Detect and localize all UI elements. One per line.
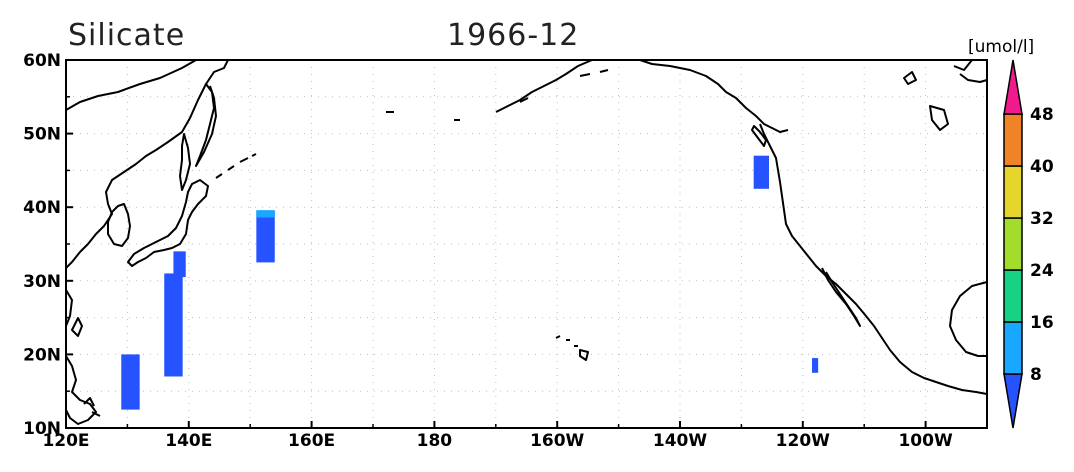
- silicate-data-patch: [812, 358, 819, 373]
- map-panel: 120E 140E 160E 180 160W 140W 120W 100W 10N 20N 30…: [23, 51, 988, 451]
- silicate-data-patch: [164, 273, 183, 377]
- coastline-gulf-of-mexico: [949, 281, 988, 357]
- lon-tick-label: 120W: [776, 431, 830, 451]
- silicate-data-patch: [173, 251, 186, 278]
- coastline-hawaii: [555, 335, 589, 361]
- lat-tick-label: 40N: [23, 198, 61, 218]
- lon-tick-label: 180: [417, 431, 453, 451]
- lat-tick-label: 50N: [23, 125, 61, 145]
- colorbar-tick-label: 40: [1030, 157, 1054, 177]
- coastline-korea: [107, 203, 131, 247]
- colorbar-segment: [1003, 269, 1023, 323]
- coastline-china-south: [65, 289, 73, 327]
- colorbar-tick-label: 48: [1030, 105, 1054, 125]
- lon-tick-label: 140W: [653, 431, 707, 451]
- silicate-data-patch: [256, 210, 275, 218]
- colorbar-units: [umol/l]: [968, 37, 1034, 57]
- lat-tick-label: 20N: [23, 345, 61, 365]
- silicate-data-patch: [256, 210, 275, 263]
- map-date: 1966-12: [447, 18, 579, 53]
- longitude-axis: 120E 140E 160E 180 160W 140W 120W 100W: [42, 421, 953, 451]
- lon-tick-label: 120E: [42, 431, 89, 451]
- coastline-vancouver: [751, 125, 767, 147]
- coastline-japan: [127, 179, 209, 267]
- lon-tick-label: 100W: [898, 431, 952, 451]
- colorbar: 8 16 24 32 40 48: [1003, 59, 1054, 429]
- colorbar-tick-label: 32: [1030, 209, 1054, 229]
- coastline-kamchatka: [195, 83, 217, 167]
- colorbar-upper-extension: [1003, 59, 1023, 115]
- map-title: Silicate: [68, 18, 185, 53]
- coastlines: [65, 59, 988, 425]
- coastline-philippines: [65, 355, 101, 425]
- lon-tick-label: 160E: [288, 431, 335, 451]
- coastline-asia: [65, 59, 229, 269]
- lon-tick-label: 160W: [530, 431, 584, 451]
- colorbar-lower-extension: [1003, 373, 1023, 429]
- coastline-north-america: [759, 123, 988, 395]
- colorbar-tick-label: 24: [1030, 261, 1054, 281]
- colorbar-segment: [1003, 321, 1023, 375]
- silicate-data-patch: [753, 155, 770, 189]
- lat-tick-label: 30N: [23, 272, 61, 292]
- coastline-alaska: [639, 59, 789, 133]
- colorbar-tick-label: 16: [1030, 313, 1054, 333]
- silicate-data-patch: [121, 354, 140, 410]
- coastline-sakhalin: [179, 133, 191, 191]
- coastline-aleutians: [386, 59, 609, 121]
- coastline-kurils: [215, 153, 257, 179]
- lat-tick-label: 10N: [23, 419, 61, 439]
- lon-tick-label: 140E: [165, 431, 212, 451]
- coastline-arctic: [903, 59, 988, 131]
- coastline-taiwan: [71, 317, 83, 337]
- colorbar-segment: [1003, 217, 1023, 271]
- map-background: [66, 60, 987, 428]
- colorbar-segment: [1003, 113, 1023, 167]
- colorbar-segment: [1003, 165, 1023, 219]
- data-patches: [121, 155, 819, 410]
- coastline-baja: [821, 267, 861, 327]
- latitude-axis: 10N 20N 30N 40N 50N 60N: [23, 51, 73, 439]
- lat-tick-label: 60N: [23, 51, 61, 71]
- colorbar-tick-label: 8: [1030, 365, 1042, 385]
